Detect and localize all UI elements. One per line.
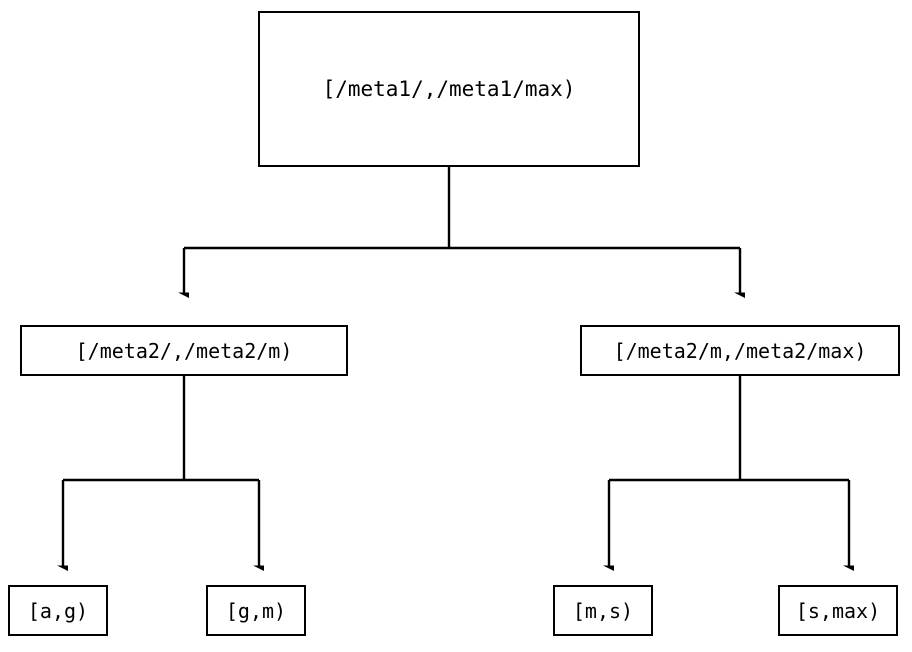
tree-node-root[interactable]: [/meta1/,/meta1/max) (258, 11, 640, 167)
tree-node-leaf-1-label: [a,g) (27, 598, 89, 623)
tree-node-leaf-4[interactable]: [s,max) (778, 585, 898, 636)
tree-node-mid-right-label: [/meta2/m,/meta2/max) (613, 338, 867, 363)
tree-node-leaf-3[interactable]: [m,s) (553, 585, 653, 636)
tree-node-leaf-3-label: [m,s) (572, 598, 634, 623)
tree-node-leaf-2-label: [g,m) (225, 598, 287, 623)
tree-node-leaf-1[interactable]: [a,g) (8, 585, 108, 636)
tree-node-mid-left-label: [/meta2/,/meta2/m) (75, 338, 293, 363)
tree-node-mid-right[interactable]: [/meta2/m,/meta2/max) (580, 325, 900, 376)
tree-node-root-label: [/meta1/,/meta1/max) (322, 77, 576, 101)
tree-node-mid-left[interactable]: [/meta2/,/meta2/m) (20, 325, 348, 376)
tree-node-leaf-4-label: [s,max) (795, 598, 881, 623)
tree-node-leaf-2[interactable]: [g,m) (206, 585, 306, 636)
